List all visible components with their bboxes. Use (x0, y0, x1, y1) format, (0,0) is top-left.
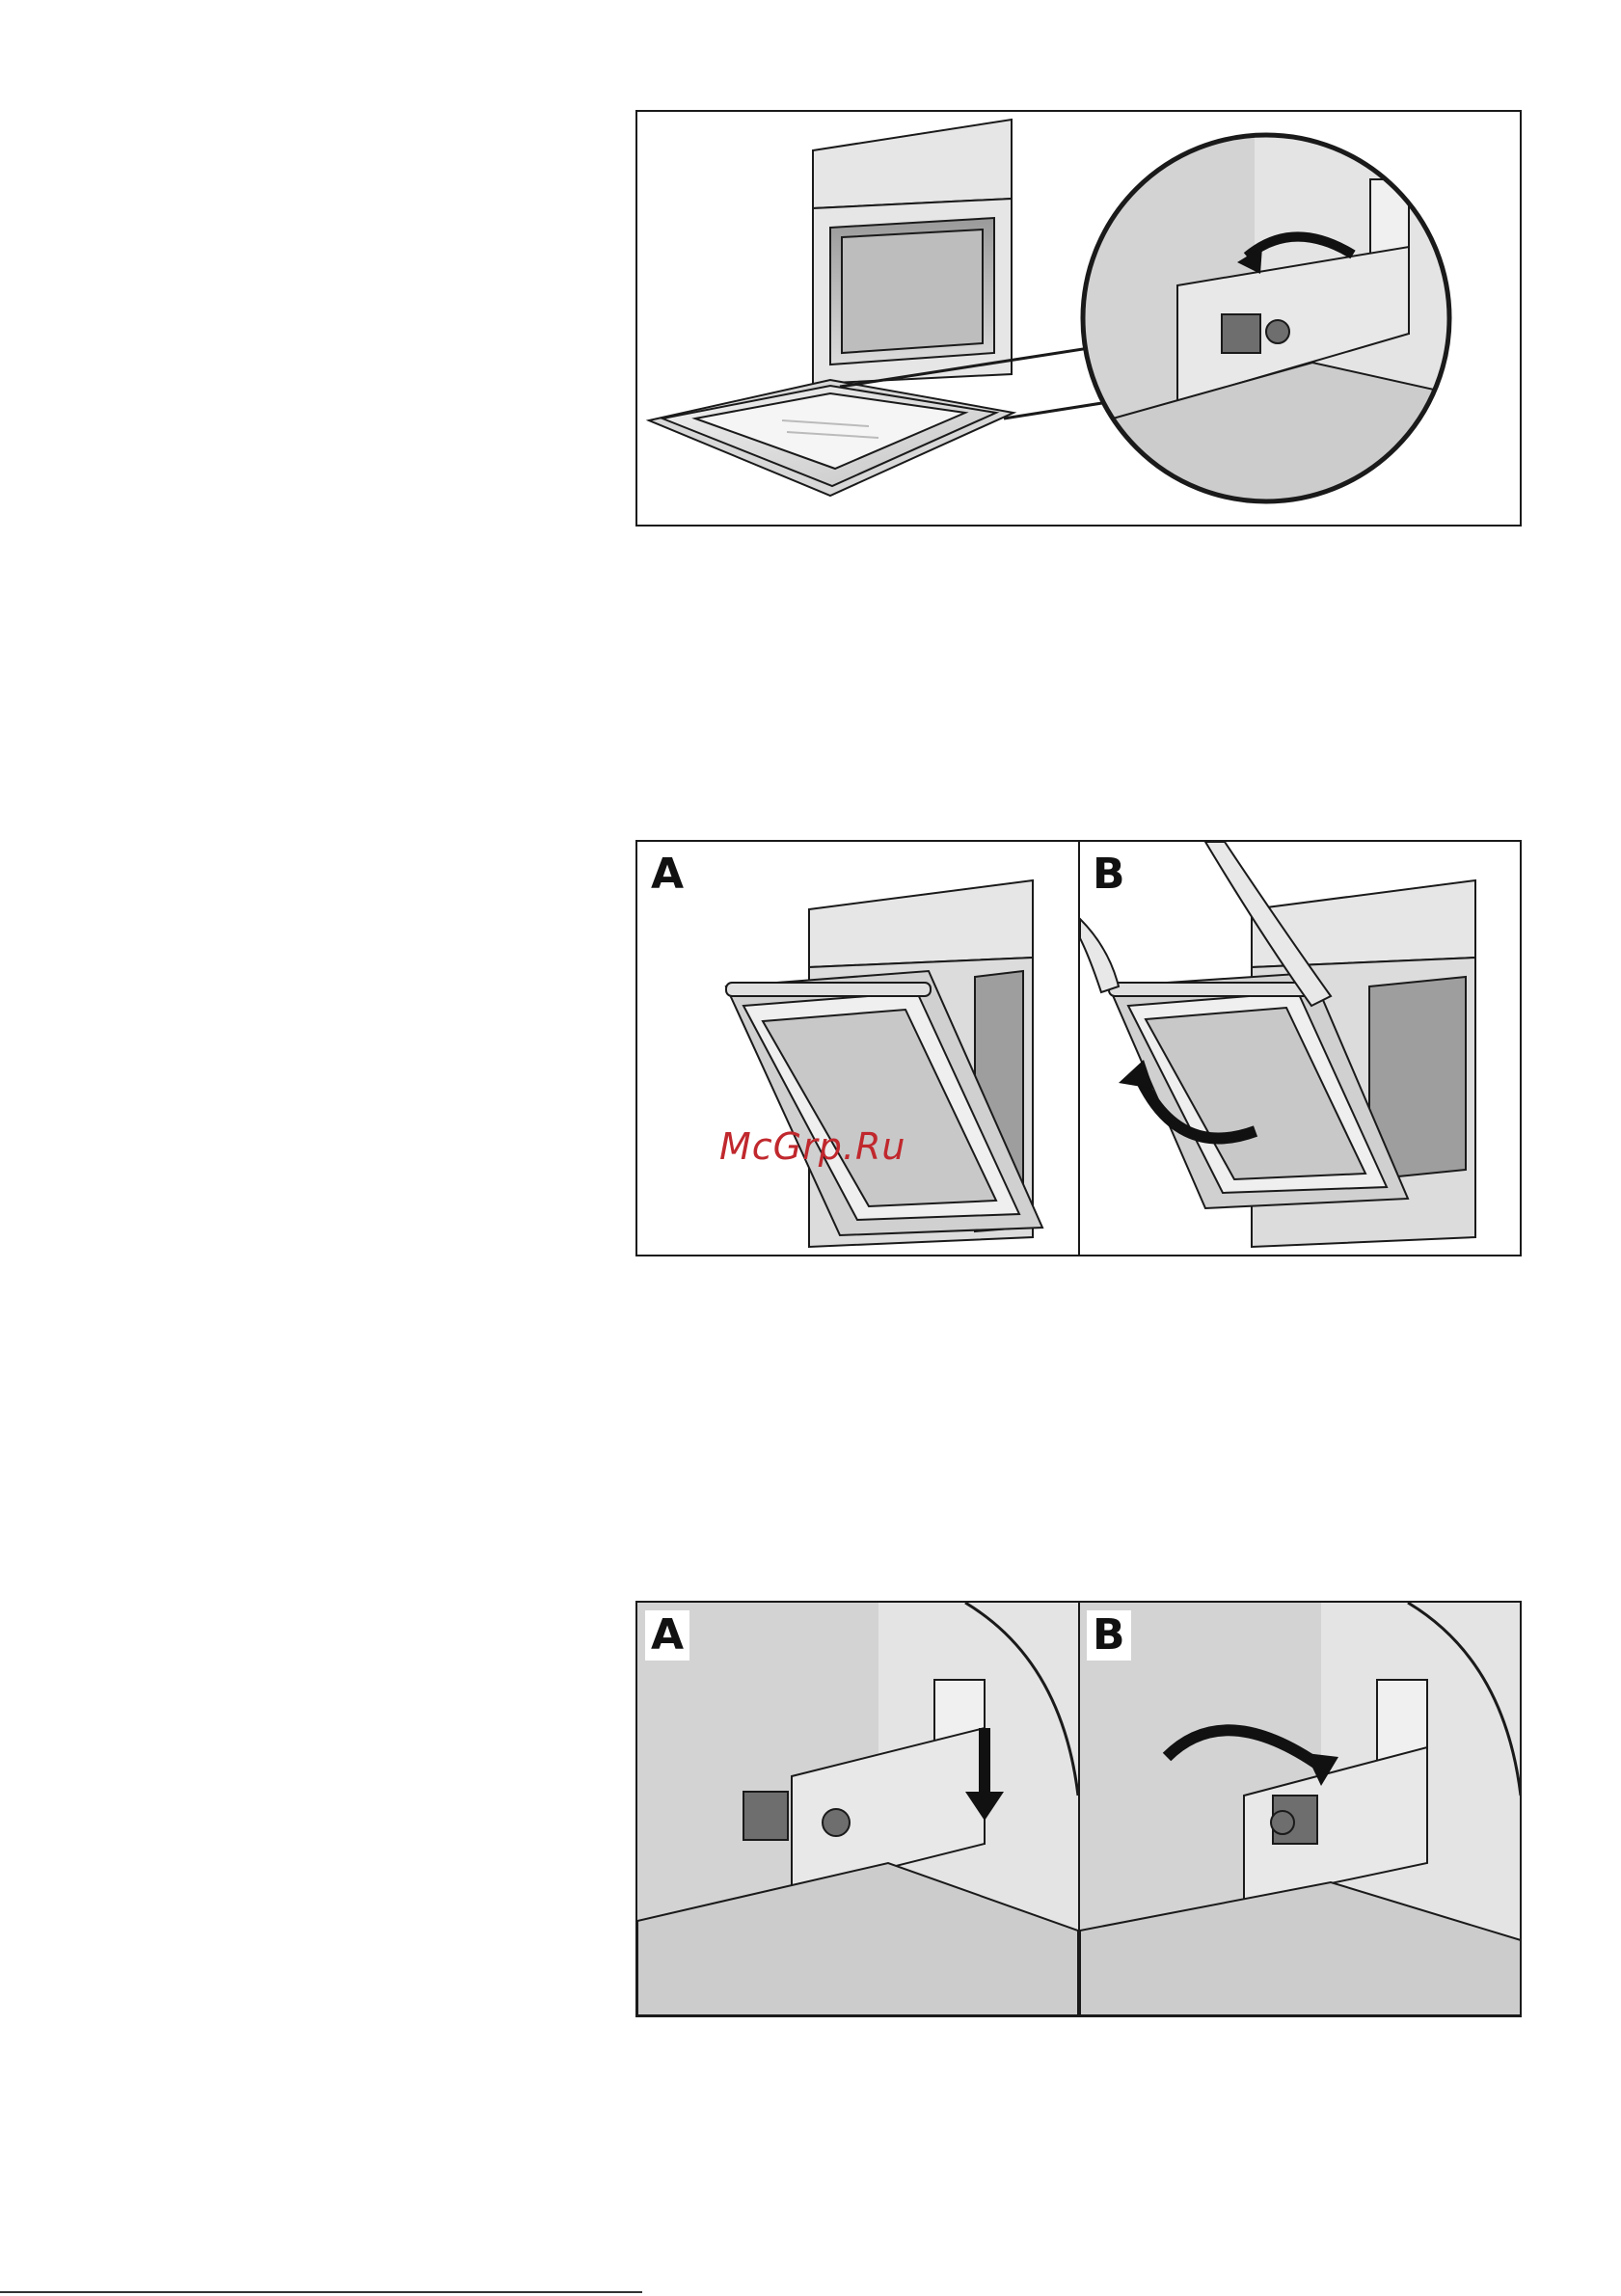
oven-door-open (649, 380, 1013, 496)
figure-2-panel-a-illustration (637, 842, 1078, 1255)
figure-2-door-removal: A B McGrp.Ru (635, 840, 1522, 1256)
figure-1-illustration (637, 112, 1520, 525)
footer-rule (0, 2291, 642, 2293)
figure-2-panel-b-illustration (1080, 842, 1521, 1255)
panel-label-a: A (645, 1610, 689, 1661)
figure-3-hinge-lock: A B (635, 1601, 1522, 2017)
figure-1-hinge-unlock (635, 110, 1522, 527)
panel-label-b: B (1087, 1610, 1131, 1661)
oven-body (813, 120, 1012, 384)
figure-3-panel-b-illustration (1080, 1603, 1521, 2015)
watermark: McGrp.Ru (719, 1125, 905, 1168)
figure-3-panel-a-illustration (637, 1603, 1078, 2015)
magnifier-hinge (1071, 131, 1486, 525)
panel-label-b: B (1087, 850, 1131, 900)
panel-label-a: A (645, 850, 689, 900)
